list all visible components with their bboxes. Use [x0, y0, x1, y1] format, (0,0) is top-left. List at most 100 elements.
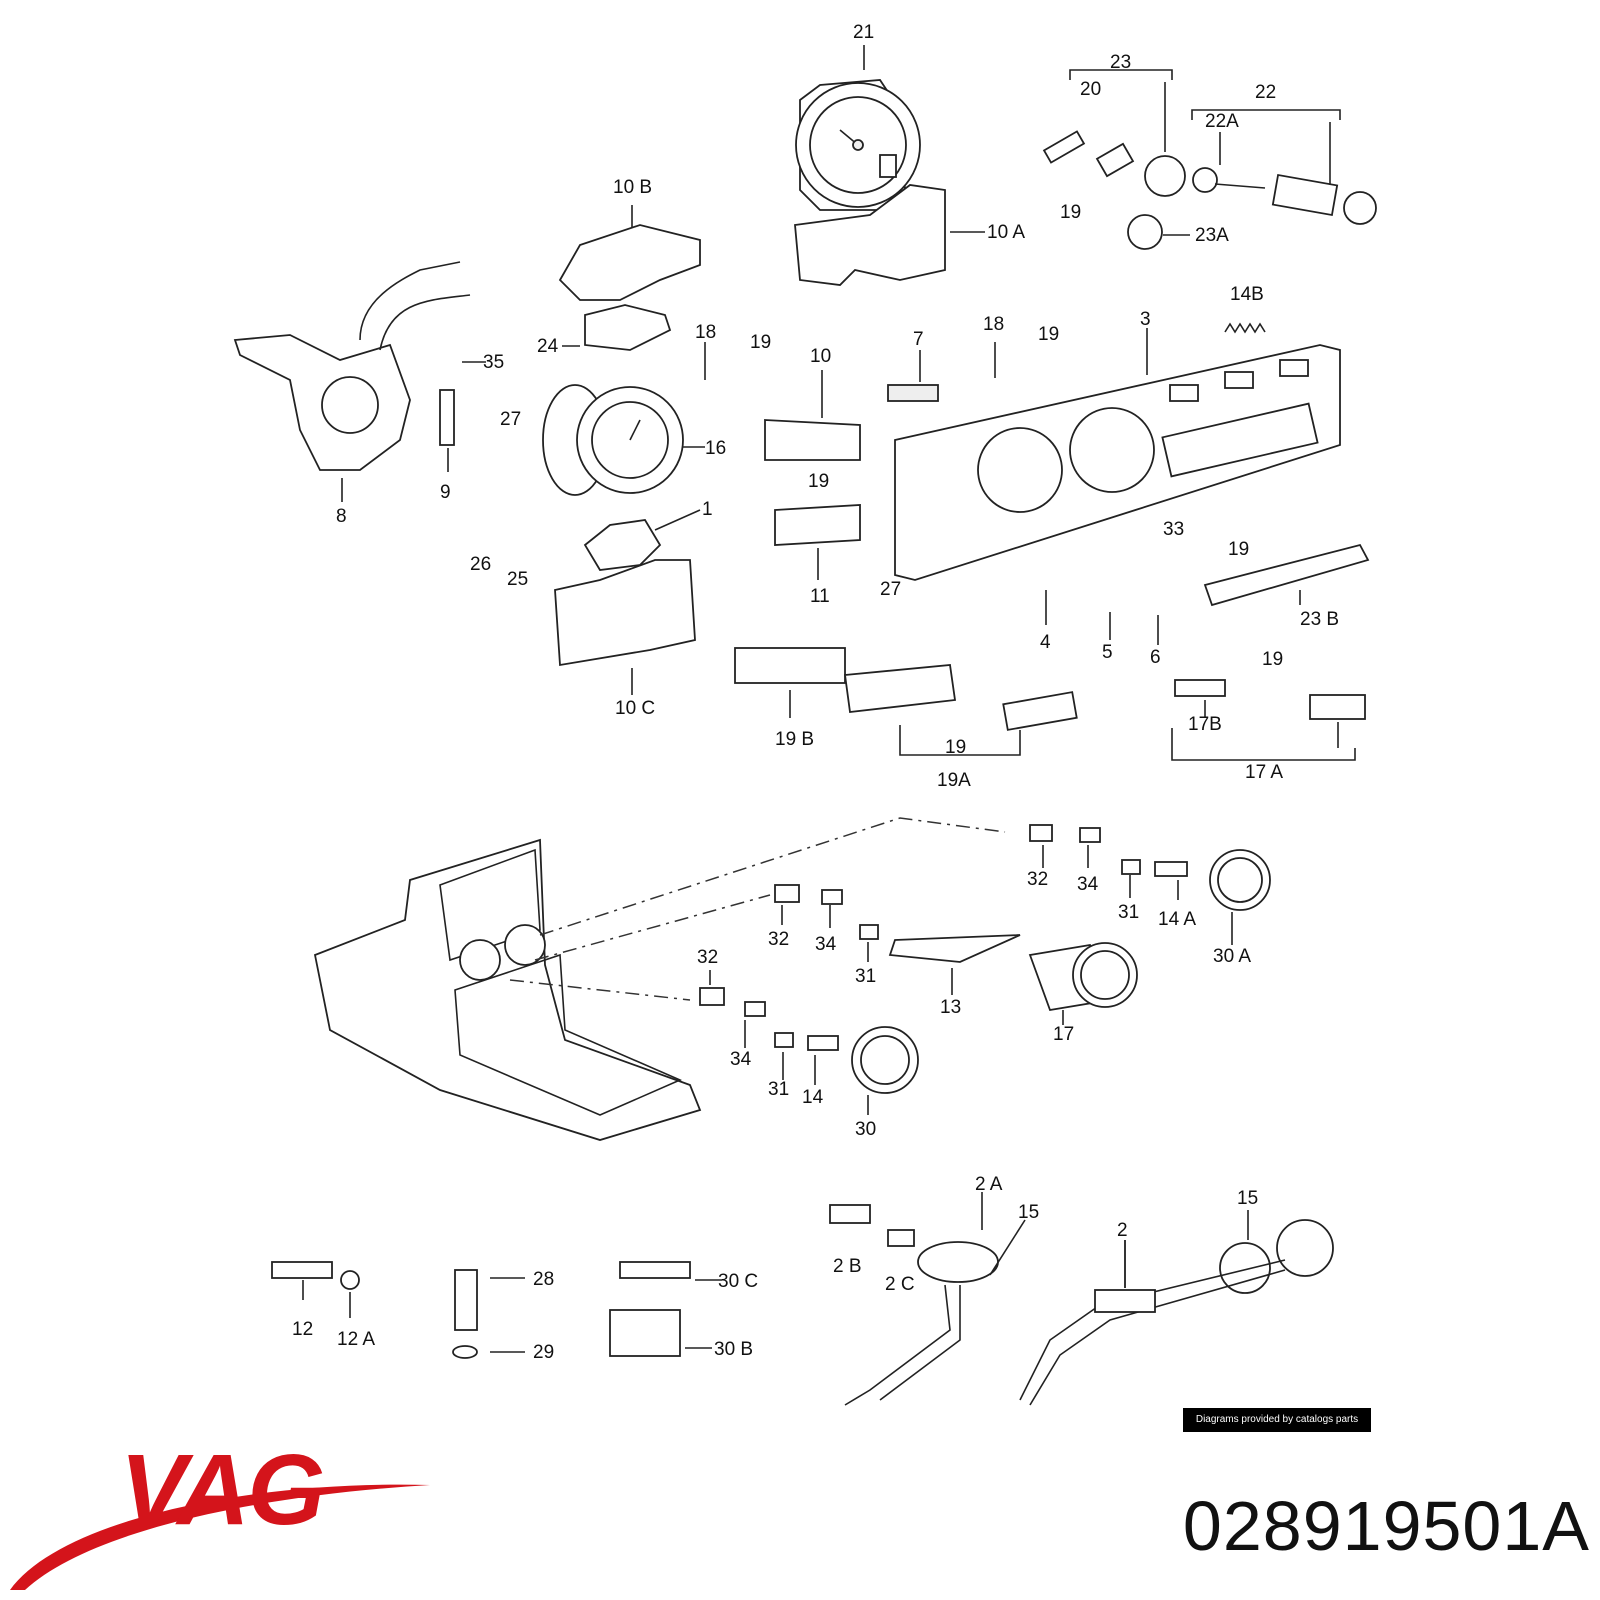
tachometer-part: [795, 79, 921, 211]
callout-label: 27: [500, 409, 521, 430]
spring-14b-part: [1224, 322, 1266, 334]
relay-11-part: [774, 504, 861, 546]
housing-24-part: [584, 304, 672, 351]
callout-label: 17 A: [1245, 762, 1283, 783]
callout-label: 15: [1018, 1202, 1039, 1223]
sender-12-part: [271, 1261, 360, 1290]
gauge-17-part: [1028, 942, 1138, 1012]
relay-10-part: [764, 419, 861, 461]
callout-label: 3: [1140, 309, 1151, 330]
callout-label: 14: [802, 1087, 824, 1108]
callout-label: 23A: [1195, 225, 1229, 246]
callout-label: 2: [1117, 1220, 1128, 1241]
callout-label: 30 C: [718, 1271, 758, 1292]
callout-label: 19: [1060, 202, 1081, 223]
center-console-part: [313, 817, 1006, 1141]
bulb-17b-part: [1174, 679, 1226, 697]
connector-19b-part: [734, 647, 846, 684]
callout-label: 34: [1077, 874, 1099, 895]
callout-label: 14 A: [1158, 909, 1196, 930]
callout-label: 5: [1102, 642, 1113, 663]
callout-label: 21: [853, 22, 874, 43]
callout-label: 2 C: [885, 1274, 915, 1295]
callout-label: 32: [1027, 869, 1048, 890]
callout-label: 19: [945, 737, 966, 758]
callout-label: 30 B: [714, 1339, 753, 1360]
callout-label: 19: [1262, 649, 1283, 670]
wire-harness: [359, 261, 471, 351]
diagram-credit: Diagrams provided by catalogs parts: [1183, 1408, 1371, 1432]
gauge-30a-part: [1209, 849, 1271, 911]
callout-label: 19: [1038, 324, 1059, 345]
housing-1-part: [583, 519, 662, 571]
vag-logo-swoosh: [10, 1484, 430, 1590]
callout-label: 33: [1163, 519, 1184, 540]
callout-label: 22A: [1205, 111, 1239, 132]
small-bulbs: [699, 824, 1188, 1051]
callout-label: 19: [1228, 539, 1249, 560]
callout-label: 30: [855, 1119, 876, 1140]
callout-label: 32: [697, 947, 718, 968]
callout-label: 24: [537, 336, 559, 357]
callout-label: 19: [808, 471, 829, 492]
callout-label: 26: [470, 554, 491, 575]
fuel-sender-2a-part: [829, 1204, 999, 1406]
callout-label: 23 B: [1300, 609, 1339, 630]
callout-label: 18: [983, 314, 1004, 335]
callout-label: 12: [292, 1319, 313, 1340]
callout-label: 7: [913, 329, 924, 350]
callout-label: 2 B: [833, 1256, 862, 1277]
sender-28-part: [452, 1269, 478, 1359]
leader-lines: [302, 45, 1356, 1353]
callout-label: 34: [730, 1049, 752, 1070]
callout-label: 10 C: [615, 698, 655, 719]
circuit-board-10c-part: [554, 559, 696, 667]
callout-label: 1: [702, 499, 713, 520]
callout-label: 14B: [1230, 284, 1264, 305]
callout-label: 13: [940, 997, 961, 1018]
vag-logo: VAG: [120, 1434, 325, 1546]
clock-16-part: [542, 384, 684, 496]
sender-30c-part: [619, 1261, 691, 1279]
clip-9-part: [439, 389, 455, 446]
circuit-board-10a-part: [794, 184, 946, 286]
callout-label: 8: [336, 506, 347, 527]
callout-label: 6: [1150, 647, 1161, 668]
label-plate-part: [1002, 691, 1078, 731]
callout-labels: 21 23 20 22 22A 19 23A 10 B 10 A 14B 35 …: [292, 22, 1339, 1363]
circuit-board-10b-part: [558, 224, 701, 301]
callout-label: 16: [705, 438, 726, 459]
callout-label: 2 A: [975, 1174, 1003, 1195]
callout-label: 19 B: [775, 729, 814, 750]
switch-assembly-22-23: [1042, 130, 1377, 250]
cable-13-part: [888, 934, 1021, 963]
callout-label: 12 A: [337, 1329, 375, 1350]
fuel-sender-2-part: [1019, 1219, 1334, 1406]
callout-label: 4: [1040, 632, 1051, 653]
callout-label: 19A: [937, 770, 971, 791]
callout-label: 32: [768, 929, 789, 950]
callout-label: 10 B: [613, 177, 652, 198]
instrument-cluster-3-part: [894, 344, 1341, 581]
callout-label: 17: [1053, 1024, 1074, 1045]
callout-label: 18: [695, 322, 716, 343]
callout-label: 31: [1118, 902, 1139, 923]
callout-label: 10: [810, 346, 831, 367]
callout-label: 9: [440, 482, 451, 503]
callout-label: 34: [815, 934, 837, 955]
callout-label: 31: [768, 1079, 789, 1100]
callout-label: 30 A: [1213, 946, 1251, 967]
slider-23b-part: [1203, 543, 1370, 607]
callout-label: 11: [810, 586, 830, 607]
callout-label: 23: [1110, 52, 1131, 73]
socket-17a-part: [1309, 694, 1366, 720]
callout-label: 25: [507, 569, 528, 590]
callout-label: 10 A: [987, 222, 1025, 243]
callout-label: 27: [880, 579, 901, 600]
callout-label: 28: [533, 1269, 554, 1290]
callout-label: 17B: [1188, 714, 1222, 735]
gauge-30-part: [851, 1026, 919, 1094]
part-number: 028919501A: [1182, 1487, 1590, 1565]
bracket-8-hole: [321, 376, 379, 434]
